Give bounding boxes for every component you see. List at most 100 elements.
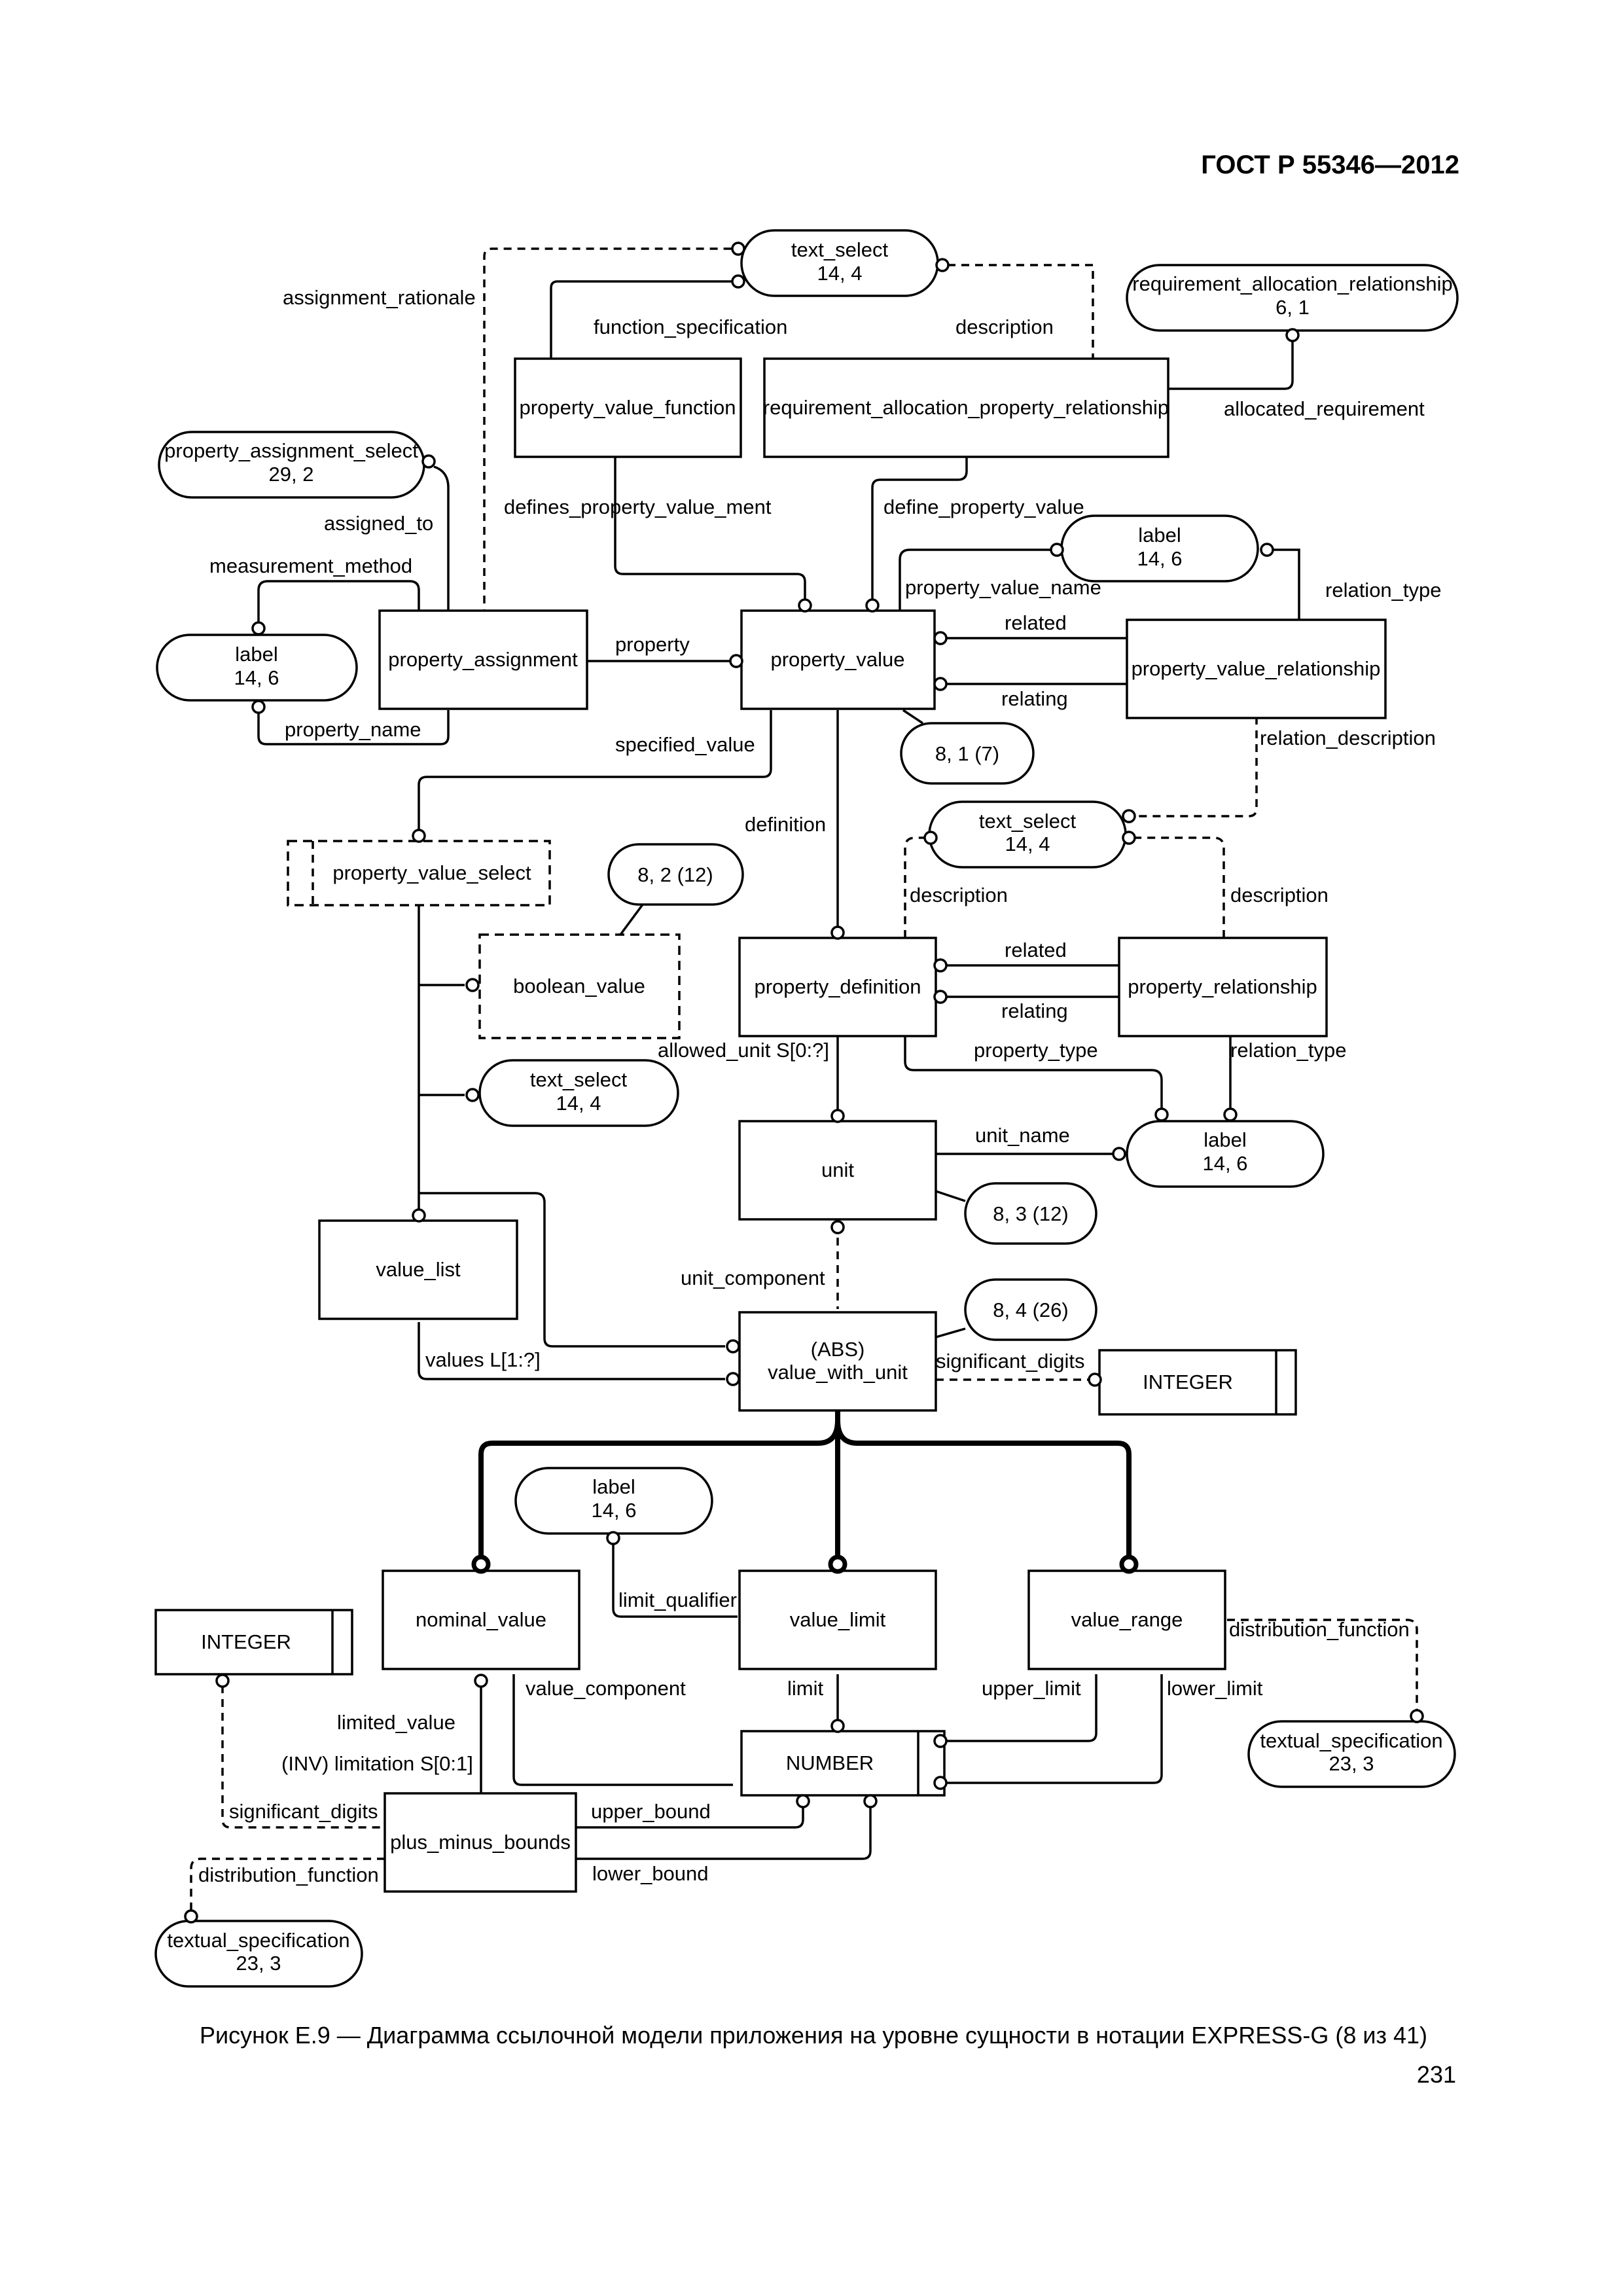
relationship-lines	[190, 247, 1418, 1918]
svg-text:textual_specification: textual_specification	[1260, 1729, 1442, 1752]
ref-label-left: label 14, 6	[156, 634, 358, 702]
svg-text:14, 6: 14, 6	[1203, 1152, 1248, 1175]
svg-text:14, 6: 14, 6	[234, 666, 279, 689]
figure-caption: Рисунок Е.9 — Диаграмма ссылочной модели…	[200, 2022, 1427, 2049]
ref-text-select-low: text_select 14, 4	[478, 1059, 679, 1127]
entity-property-relationship: property_relationship	[1118, 937, 1328, 1037]
line-ref-8-1	[902, 709, 923, 725]
ref-textual-specification-left: textual_specification 23, 3	[154, 1920, 363, 1988]
line-distribution-function-right	[1227, 1619, 1418, 1712]
svg-text:14, 6: 14, 6	[1137, 547, 1183, 570]
label-distribution-function-right: distribution_function	[1229, 1618, 1410, 1641]
ref-8-2: 8, 2 (12)	[607, 843, 744, 906]
svg-text:unit: unit	[821, 1158, 854, 1181]
svg-text:label: label	[235, 643, 278, 666]
line-values	[418, 1322, 725, 1380]
line-distribution-function-left	[190, 1857, 385, 1918]
label-allocated-requirement: allocated_requirement	[1224, 397, 1425, 420]
label-definition: definition	[745, 813, 826, 836]
ref-label-top-right: label 14, 6	[1060, 514, 1259, 583]
entity-value-with-unit: (ABS) value_with_unit	[738, 1311, 937, 1412]
ref-text-select-top: text_select 14, 4	[740, 229, 939, 297]
svg-text:text_select: text_select	[791, 238, 889, 261]
label-value-component: value_component	[526, 1677, 686, 1700]
svg-text:property_assignment: property_assignment	[388, 648, 578, 671]
svg-text:label: label	[1204, 1128, 1247, 1151]
label-description-mid-right: description	[1230, 884, 1329, 906]
entity-value-limit: value_limit	[738, 1570, 937, 1670]
svg-text:property_definition: property_definition	[754, 975, 921, 998]
label-assignment-rationale: assignment_rationale	[283, 286, 476, 309]
line-subtype-branch	[478, 1420, 840, 1561]
connection-circles	[184, 242, 1424, 1924]
svg-text:8, 2 (12): 8, 2 (12)	[637, 863, 713, 886]
label-allowed-unit: allowed_unit S[0:?]	[658, 1039, 829, 1062]
line-subtype-branch-right	[835, 1420, 1132, 1561]
entity-integer-left: INTEGER	[154, 1609, 353, 1676]
svg-text:value_list: value_list	[376, 1258, 461, 1281]
label-related-mid: related	[1005, 939, 1067, 961]
entity-value-range: value_range	[1027, 1570, 1226, 1670]
line-defines-property-value-ment	[614, 457, 806, 601]
ref-property-assignment-select: property_assignment_select 29, 2	[158, 431, 425, 499]
svg-text:value_limit: value_limit	[790, 1608, 886, 1631]
label-upper-limit: upper_limit	[982, 1677, 1081, 1700]
entity-integer-right: INTEGER	[1098, 1349, 1297, 1416]
label-unit-component: unit_component	[681, 1266, 825, 1289]
line-relation-type-top	[1273, 548, 1300, 620]
svg-text:property_relationship: property_relationship	[1128, 975, 1317, 998]
line-ref-8-2	[619, 901, 646, 936]
document-header: ГОСТ Р 55346—2012	[1201, 151, 1459, 179]
ref-label-unit: label 14, 6	[1126, 1120, 1325, 1188]
svg-text:INTEGER: INTEGER	[201, 1630, 291, 1653]
svg-text:text_select: text_select	[530, 1068, 628, 1091]
label-relation-type-top: relation_type	[1325, 579, 1442, 601]
svg-text:text_select: text_select	[979, 810, 1077, 833]
line-upper-limit	[944, 1674, 1097, 1742]
svg-text:23, 3: 23, 3	[1329, 1752, 1374, 1775]
entity-property-assignment: property_assignment	[378, 609, 588, 710]
label-upper-bound: upper_bound	[591, 1800, 711, 1823]
label-limit-qualifier: limit_qualifier	[618, 1588, 737, 1611]
label-assigned-to: assigned_to	[324, 512, 433, 535]
svg-text:plus_minus_bounds: plus_minus_bounds	[390, 1831, 571, 1854]
label-values: values L[1:?]	[425, 1348, 541, 1371]
entity-property-definition: property_definition	[738, 937, 937, 1037]
label-property: property	[615, 633, 690, 656]
svg-text:(ABS): (ABS)	[811, 1338, 865, 1361]
svg-text:23, 3: 23, 3	[236, 1952, 281, 1975]
label-measurement-method: measurement_method	[209, 554, 412, 577]
line-specified-value	[418, 710, 772, 833]
line-property-name	[257, 707, 450, 745]
svg-text:NUMBER: NUMBER	[786, 1751, 874, 1774]
line-assignment-rationale	[483, 247, 738, 617]
label-property-value-name: property_value_name	[905, 576, 1101, 599]
svg-text:6, 1: 6, 1	[1275, 296, 1310, 319]
svg-text:14, 4: 14, 4	[817, 262, 863, 285]
entity-requirement-allocation-property-relationship: requirement_allocation_property_relation…	[763, 357, 1169, 458]
label-distribution-function-left: distribution_function	[198, 1863, 379, 1886]
line-description-mid-left	[904, 836, 929, 938]
label-property-name: property_name	[285, 718, 421, 741]
label-relation-description: relation_description	[1260, 726, 1436, 749]
line-measurement-method	[257, 580, 420, 624]
line-property-value-name	[899, 548, 1052, 610]
ref-8-4: 8, 4 (26)	[964, 1278, 1097, 1341]
ref-8-3: 8, 3 (12)	[964, 1182, 1097, 1245]
entity-unit: unit	[738, 1120, 937, 1221]
svg-text:nominal_value: nominal_value	[416, 1608, 546, 1631]
label-significant-digits-left: significant_digits	[229, 1800, 378, 1823]
entity-boolean-value: boolean_value	[478, 933, 681, 1039]
line-description-mid-right	[1133, 836, 1225, 938]
svg-text:14, 6: 14, 6	[592, 1499, 637, 1522]
svg-text:boolean_value: boolean_value	[513, 975, 645, 997]
svg-text:textual_specification: textual_specification	[167, 1929, 349, 1952]
ref-text-select-mid: text_select 14, 4	[928, 800, 1127, 869]
line-function-specification	[550, 280, 738, 359]
entity-plus-minus-bounds: plus_minus_bounds	[383, 1792, 577, 1893]
line-lower-limit	[944, 1674, 1163, 1784]
reference-boxes: text_select 14, 4 requirement_allocation…	[154, 229, 1459, 1988]
label-limitation: (INV) limitation S[0:1]	[281, 1752, 473, 1775]
line-description-top	[948, 264, 1094, 360]
